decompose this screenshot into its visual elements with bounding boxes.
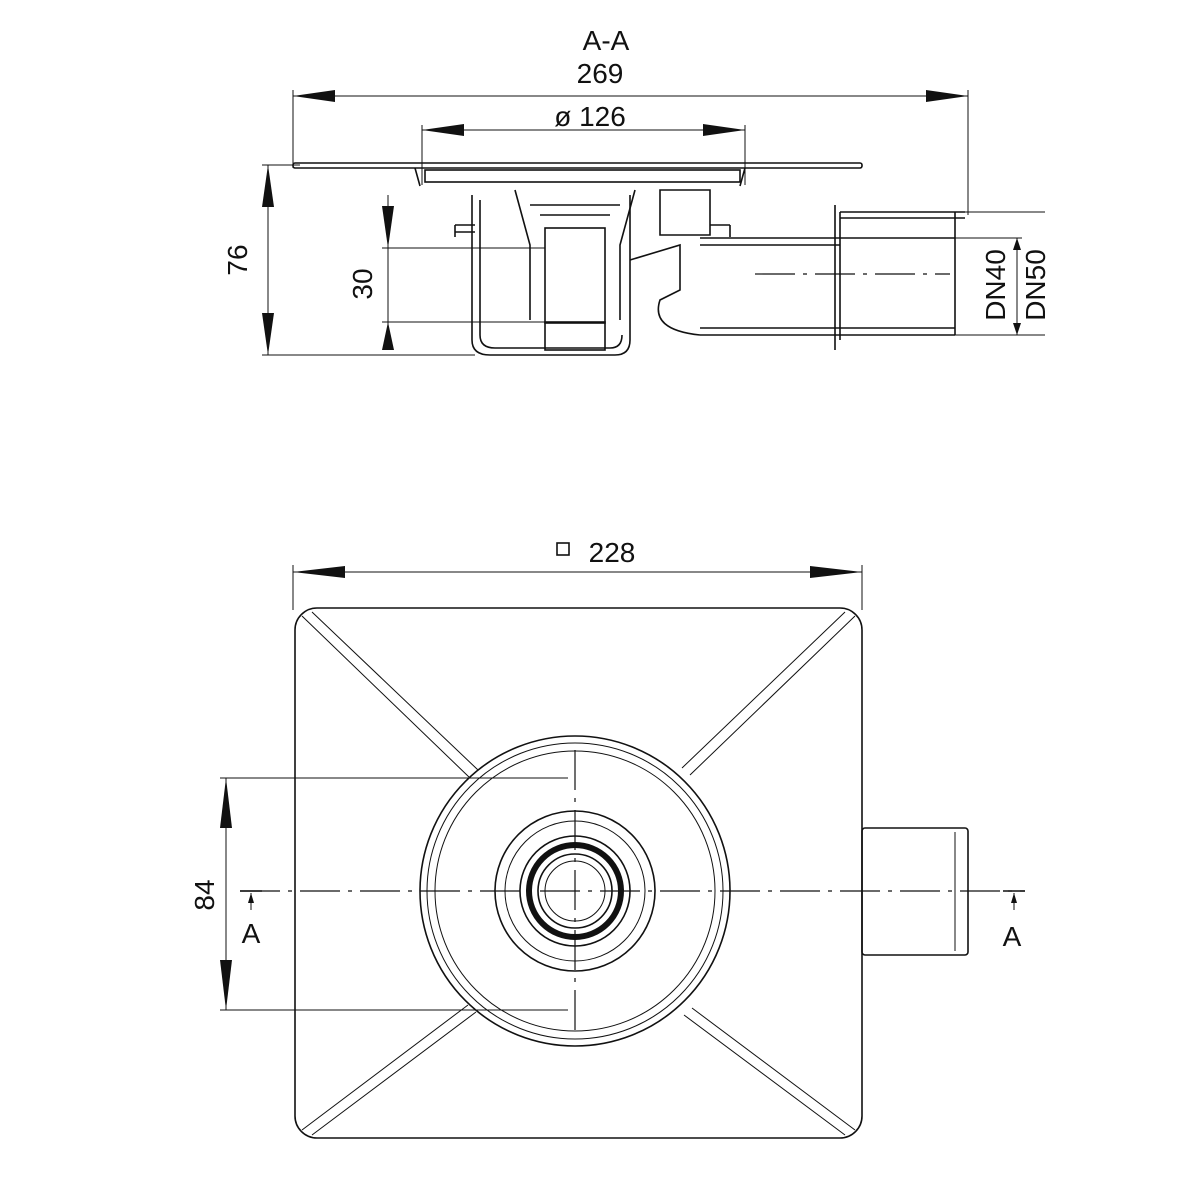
section-view: A-A 269 ø 126 76 bbox=[222, 25, 1051, 356]
dimension-84-label: 84 bbox=[189, 879, 220, 910]
section-title: A-A bbox=[583, 25, 630, 56]
dimension-228: 228 bbox=[292, 537, 863, 610]
dimension-269-label: 269 bbox=[577, 58, 624, 89]
arrow-up-icon bbox=[1011, 893, 1017, 903]
dimension-126 bbox=[421, 124, 746, 185]
dimension-dn: DN40 DN50 bbox=[955, 211, 1051, 336]
dn40-label: DN40 bbox=[980, 249, 1011, 321]
dimension-30-label: 30 bbox=[347, 268, 378, 299]
flange-plate bbox=[294, 607, 863, 1139]
dimension-76: 76 bbox=[222, 164, 475, 356]
section-mark-left-label: A bbox=[242, 918, 261, 949]
plan-view: 228 bbox=[189, 537, 1025, 1139]
section-mark-left: A bbox=[240, 890, 262, 949]
arrow-up-icon bbox=[248, 893, 254, 903]
dimension-84: 84 bbox=[189, 777, 568, 1011]
section-mark-right: A bbox=[1003, 890, 1025, 952]
section-mark-right-label: A bbox=[1003, 921, 1022, 952]
dimension-269 bbox=[292, 90, 969, 215]
dimension-126-label: ø 126 bbox=[554, 101, 626, 132]
drain-body-section bbox=[292, 162, 965, 356]
dn50-label: DN50 bbox=[1020, 249, 1051, 321]
dimension-30: 30 bbox=[347, 195, 545, 350]
dimension-228-label: 228 bbox=[589, 537, 636, 568]
square-symbol-icon bbox=[556, 542, 570, 556]
dimension-76-label: 76 bbox=[222, 244, 253, 275]
